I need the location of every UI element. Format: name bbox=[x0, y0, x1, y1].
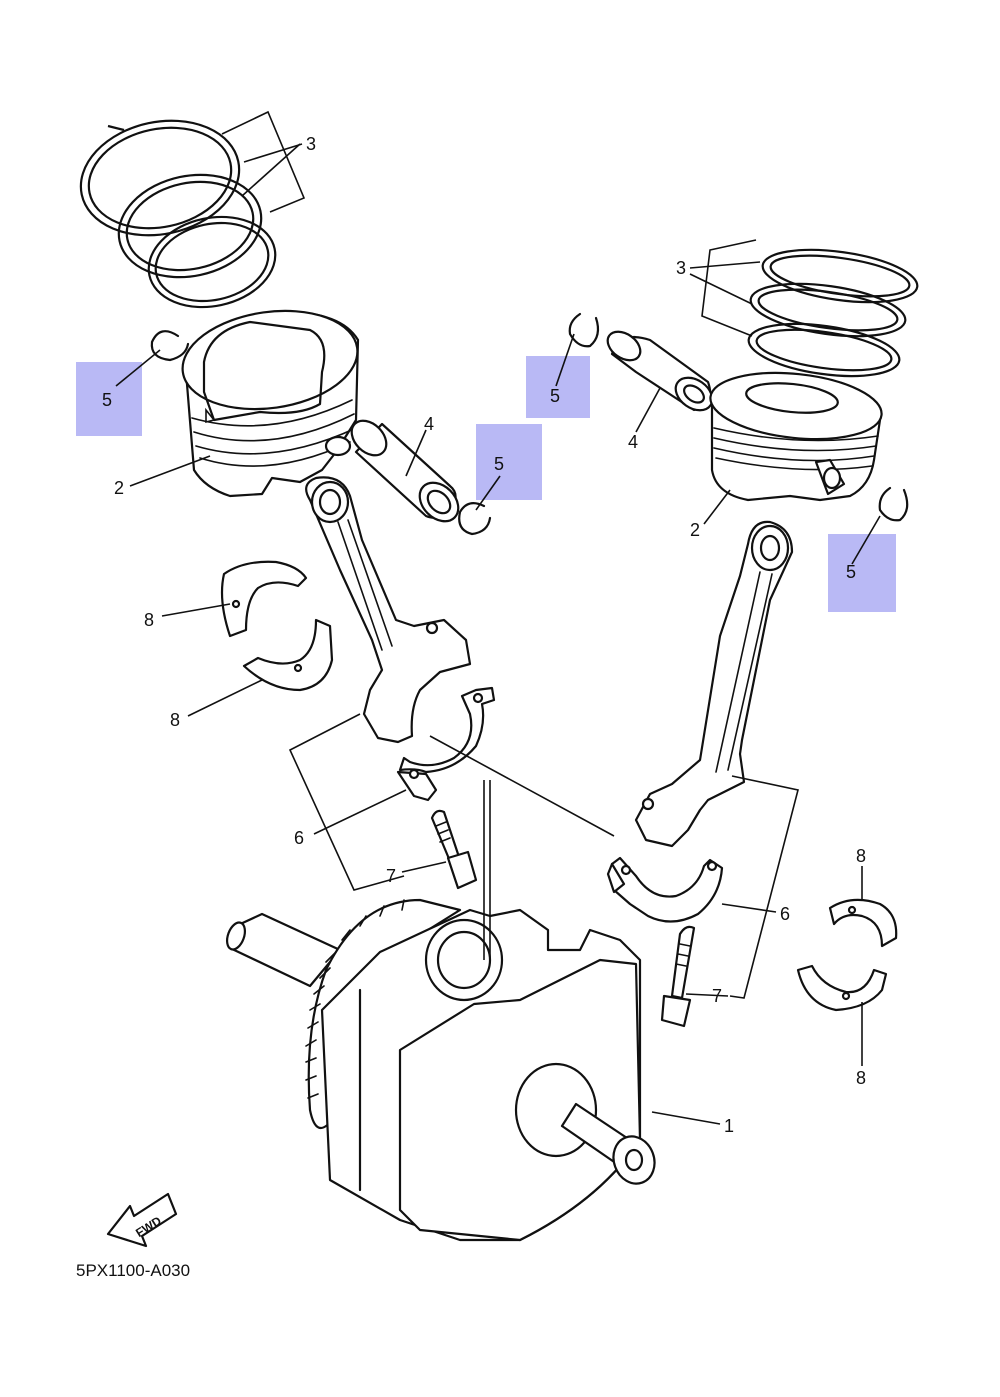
callout-clip-b: 5 bbox=[494, 454, 504, 474]
bracket-rings-right bbox=[701, 239, 757, 337]
callout-bearing-b: 8 bbox=[170, 710, 180, 730]
fwd-arrow-icon: FWD bbox=[106, 1192, 178, 1248]
piston-pin-right bbox=[606, 330, 714, 412]
rod-bolt-right bbox=[660, 925, 696, 1028]
callout-cap-right: 6 bbox=[780, 904, 790, 924]
piston-left bbox=[181, 309, 360, 498]
rod-cap-right bbox=[606, 856, 724, 923]
bearing-lower-right bbox=[796, 964, 888, 1012]
bracket-rod-right bbox=[729, 775, 799, 999]
callout-crankshaft: 1 bbox=[724, 1116, 734, 1136]
callout-bearing-d: 8 bbox=[856, 1068, 866, 1088]
circlip-a bbox=[150, 330, 190, 362]
rod-bolt-left bbox=[430, 809, 478, 890]
callout-pin-right: 4 bbox=[628, 432, 638, 452]
callout-bolt-left: 7 bbox=[386, 866, 396, 886]
circlip-d bbox=[878, 486, 909, 522]
diagram-code: 5PX1100-A030 bbox=[76, 1261, 190, 1280]
circlip-b bbox=[458, 501, 492, 536]
piston-rings-left bbox=[79, 119, 277, 309]
highlight-box-clip-c bbox=[526, 356, 590, 418]
piston-right bbox=[709, 371, 883, 502]
callout-piston-right: 2 bbox=[690, 520, 700, 540]
crankshaft bbox=[225, 898, 656, 1242]
callout-clip-c: 5 bbox=[550, 386, 560, 406]
callout-pin-left: 4 bbox=[424, 414, 434, 434]
bearing-lower-left bbox=[242, 618, 334, 692]
connecting-rod-left bbox=[305, 476, 472, 744]
piston-pin-left bbox=[350, 419, 460, 523]
callout-clip-d: 5 bbox=[846, 562, 856, 582]
callout-rings-right: 3 bbox=[676, 258, 686, 278]
callout-bolt-right: 7 bbox=[712, 986, 722, 1006]
highlight-box-clip-b bbox=[476, 424, 542, 500]
bracket-rings-left bbox=[221, 110, 306, 213]
callout-clip-a: 5 bbox=[102, 390, 112, 410]
piston-rings-right bbox=[747, 248, 919, 378]
callout-bearing-a: 8 bbox=[144, 610, 154, 630]
bearing-upper-left bbox=[220, 560, 308, 638]
bracket-rod-left bbox=[288, 713, 405, 891]
bearing-upper-right bbox=[828, 898, 898, 948]
circlip-c bbox=[568, 312, 600, 348]
rod-cap-left bbox=[396, 686, 496, 802]
callout-bearing-c: 8 bbox=[856, 846, 866, 866]
callout-rings-left: 3 bbox=[306, 134, 316, 154]
connecting-rod-right bbox=[634, 520, 794, 848]
callout-piston-left: 2 bbox=[114, 478, 124, 498]
callout-cap-left: 6 bbox=[294, 828, 304, 848]
